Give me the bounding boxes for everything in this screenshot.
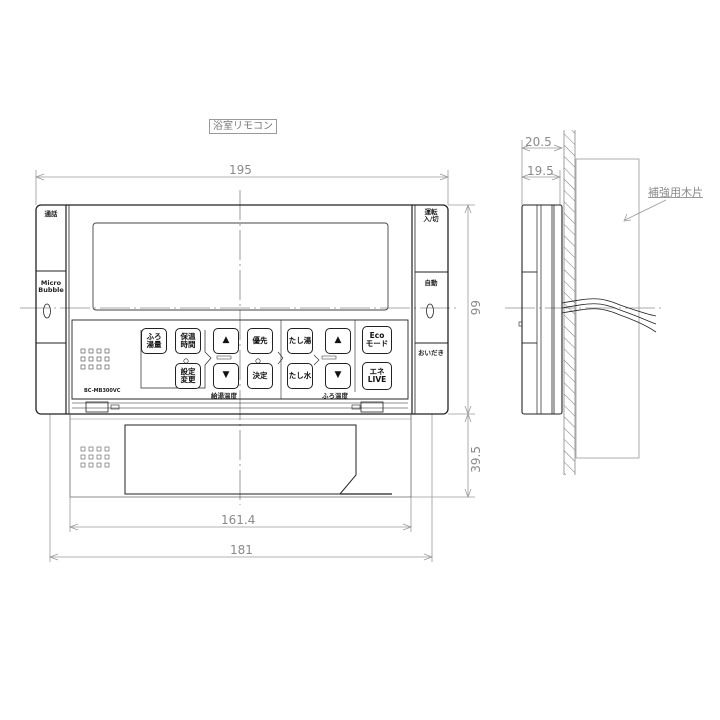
triangle-up-icon: ▲ [222,335,230,346]
unten-label-2: 入/切 [423,214,439,223]
triangle-down-icon: ▼ [334,370,342,381]
button-oidaki[interactable]: おいだき [418,349,444,357]
dim-height-main: 99 [469,300,483,316]
button-kyuto-up[interactable]: ▲ [213,328,239,354]
button-tashimizu[interactable]: たし水 [287,363,313,389]
dim-depth-body: 19.5 [527,164,554,178]
furo-yuryou-label-1: ふろ [146,331,162,341]
reinforcement-wood-label: 補強用木片 [648,186,703,199]
button-furo-down[interactable]: ▼ [325,363,351,389]
button-furo-yuryou[interactable]: ふろ湯量 [141,328,167,354]
button-tashiyu[interactable]: たし湯 [287,328,313,354]
dim-height-lower: 39.5 [469,446,483,473]
ene-label-2: LIVE [367,375,387,384]
button-micro-bubble[interactable]: Micro Bubble [38,280,64,294]
button-yusen[interactable]: 優先 [247,328,273,354]
hoon-jikan-label-2: 時間 [180,340,196,349]
tashimizu-label: たし水 [288,370,312,380]
button-settei-henkou[interactable]: 設定変更 [175,363,201,389]
furo-yuryou-label-2: 湯量 [146,340,162,349]
settei-henkou-label-1: 設定 [180,366,196,376]
button-tsuwa[interactable]: 通話 [44,210,58,218]
label-furo-ondo: ふろ温度 [322,392,348,400]
button-hoon-jikan[interactable]: 保温時間 [175,328,201,354]
triangle-down-icon: ▼ [222,370,230,381]
drawing-title: 浴室リモコン [209,119,277,134]
dim-width-total: 195 [229,163,252,177]
micro-bubble-label-2: Bubble [38,285,64,294]
button-kettei[interactable]: 決定 [247,363,273,389]
button-kyuto-down[interactable]: ▼ [213,363,239,389]
button-unten[interactable]: 運転 入/切 [418,209,444,223]
button-jidou[interactable]: 自動 [424,279,438,287]
button-furo-up[interactable]: ▲ [325,328,351,354]
dim-width-lower: 181 [230,543,253,557]
triangle-up-icon: ▲ [334,335,342,346]
eco-label-1: Eco [369,330,385,340]
hoon-jikan-label-1: 保温 [180,331,196,341]
label-kyuto-ondo: 給湯温度 [211,392,237,400]
yusen-label: 優先 [252,335,268,345]
tashiyu-label: たし湯 [288,335,312,345]
dim-depth-total: 20.5 [525,135,552,149]
dim-width-inner: 161.4 [221,513,256,527]
kettei-label: 決定 [252,370,268,380]
unten-label-1: 運転 [424,208,438,216]
eco-label-2: モード [365,339,389,348]
micro-bubble-label-1: Micro [40,279,62,287]
ene-label-1: エネ [369,366,385,376]
settei-henkou-label-2: 変更 [180,375,196,384]
model-number: BC-MB300VC [84,388,121,394]
